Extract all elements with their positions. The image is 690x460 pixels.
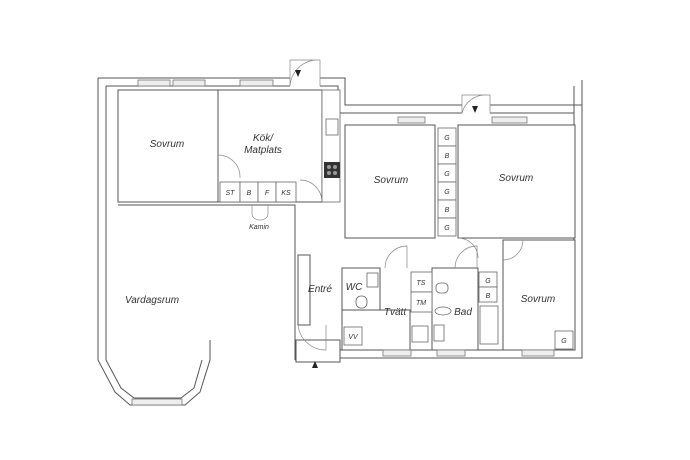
wc-sink-icon	[366, 272, 379, 288]
bath-sink-icon	[433, 324, 445, 342]
laundry-ts: TS	[417, 280, 426, 287]
toilet-icon	[355, 295, 368, 309]
bathroom-fixtures: TS TM VV G B G	[343, 271, 574, 350]
room-wc: WC	[346, 282, 363, 293]
laundry-tm: TM	[416, 300, 426, 307]
windows	[131, 79, 555, 406]
kitchen-appliances: ST B F KS	[219, 181, 297, 203]
closet-g: G	[444, 171, 450, 178]
kitchen-counter	[321, 89, 341, 203]
room-labels: Sovrum Kök/ Matplats Sovrum Sovrum Sovru…	[125, 133, 555, 318]
closet-g: G	[444, 189, 450, 196]
laundry-sink-icon	[411, 325, 429, 343]
bidet-icon	[434, 306, 452, 316]
closet-b: B	[445, 153, 450, 160]
closet-b: B	[486, 293, 491, 300]
room-sovrum: Sovrum	[150, 139, 184, 150]
fireplace-icon	[251, 205, 269, 221]
room-tvatt: Tvätt	[384, 307, 407, 318]
room-sovrum: Sovrum	[521, 294, 555, 305]
room-sovrum: Sovrum	[499, 173, 533, 184]
room-sovrum: Sovrum	[374, 175, 408, 186]
vv-label: VV	[348, 334, 359, 341]
appliance-st: ST	[226, 190, 236, 197]
closet-g: G	[444, 225, 450, 232]
appliance-b: B	[247, 190, 252, 197]
entry-arrow-icons	[295, 70, 478, 368]
closet-g: G	[561, 338, 567, 345]
doors[interactable]	[217, 59, 524, 351]
room-kok: Kök/	[253, 133, 274, 144]
closet-b: B	[445, 207, 450, 214]
walls	[97, 77, 583, 406]
stove-icon	[324, 162, 340, 178]
appliance-f: F	[265, 190, 270, 197]
appliance-ks: KS	[281, 190, 291, 197]
closet-g: G	[485, 278, 491, 285]
room-matplats: Matplats	[244, 145, 282, 156]
sink-icon	[325, 118, 339, 136]
toilet-icon	[435, 282, 449, 294]
room-bad: Bad	[454, 307, 472, 318]
room-vardagsrum: Vardagsrum	[125, 295, 179, 306]
kamin-label: Kamin	[249, 224, 269, 231]
closet-g: G	[444, 135, 450, 142]
room-entre: Entré	[308, 284, 332, 295]
bathtub-icon	[479, 305, 499, 345]
closet-column: G B G G B G	[437, 127, 457, 237]
